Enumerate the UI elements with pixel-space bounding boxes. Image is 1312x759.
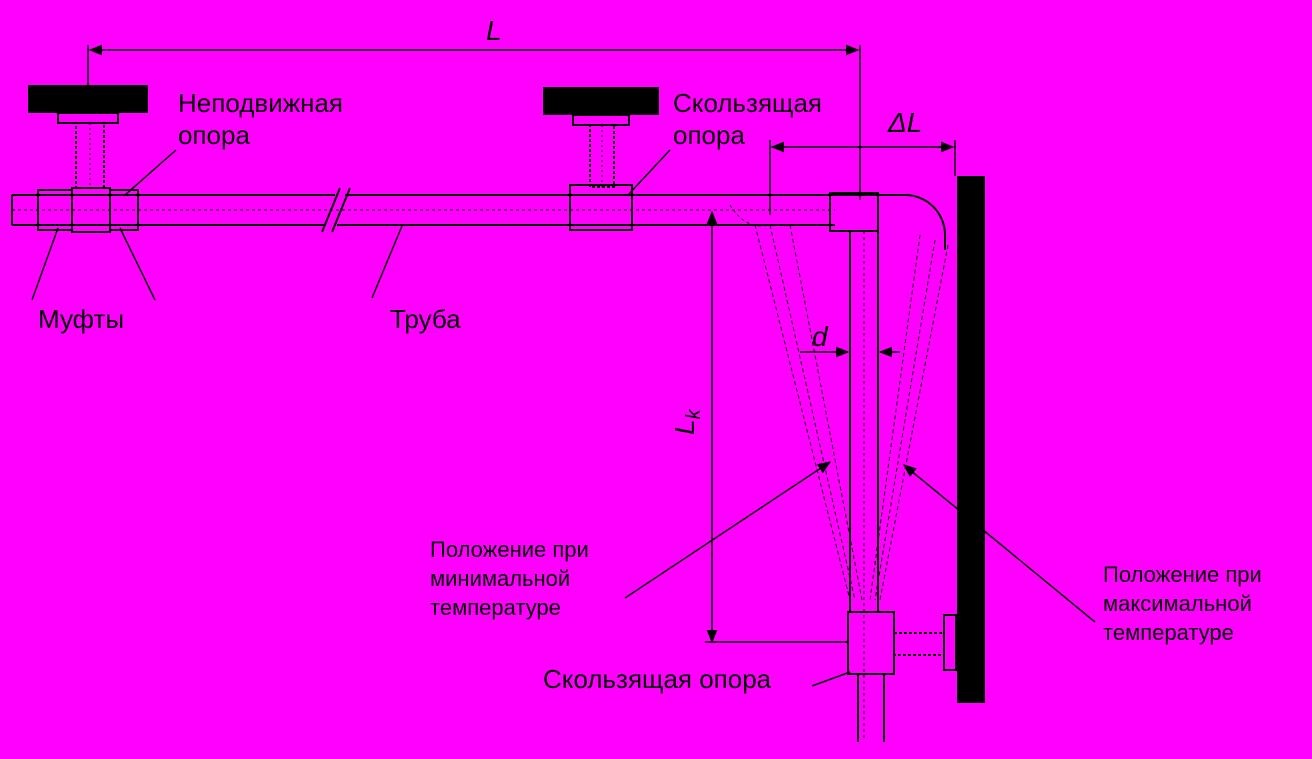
dimension-l xyxy=(87,44,861,200)
coupling-right xyxy=(109,189,139,231)
sliding-support-bottom-leader xyxy=(811,671,851,687)
dimension-lk-label: Lk xyxy=(669,408,705,435)
min-temp-label-3: температуре xyxy=(430,595,561,620)
sliding-support-top-label-1: Скользящая xyxy=(673,88,822,118)
fixed-support xyxy=(28,85,148,189)
min-temp-label-1: Положение при xyxy=(430,537,589,562)
max-temp-label-3: температуре xyxy=(1103,620,1234,645)
max-temp-label-2: максимальной xyxy=(1103,591,1252,616)
min-temp-label-2: минимальной xyxy=(430,566,570,591)
sliding-support-top-label-2: опора xyxy=(673,120,745,150)
fixed-support-label-1: Неподвижная xyxy=(178,88,343,118)
fixed-support-label-2: опора xyxy=(178,120,250,150)
sliding-support-top xyxy=(543,87,659,231)
pipe-label: Труба xyxy=(390,304,461,334)
couplings-label: Муфты xyxy=(38,304,124,334)
pipe-leader xyxy=(371,225,403,299)
couplings-leader-1 xyxy=(31,227,59,301)
dimension-l-label: L xyxy=(486,15,502,46)
fixed-support-leader xyxy=(124,149,177,196)
min-temp-leader xyxy=(624,461,832,599)
sliding-support-top-leader xyxy=(627,149,671,196)
dimension-delta-l-label: ΔL xyxy=(887,107,922,138)
max-temp-label-1: Положение при xyxy=(1103,562,1262,587)
dimension-lk xyxy=(705,210,848,644)
dimension-delta-l xyxy=(769,140,956,215)
horizontal-pipe xyxy=(11,187,835,233)
max-temp-leader xyxy=(902,464,1096,623)
wall xyxy=(957,176,985,703)
compensator-leg xyxy=(729,192,957,742)
sliding-support-bottom-label: Скользящая опора xyxy=(543,664,772,694)
dimension-d-label: d xyxy=(812,321,829,352)
couplings-leader-2 xyxy=(119,227,156,301)
